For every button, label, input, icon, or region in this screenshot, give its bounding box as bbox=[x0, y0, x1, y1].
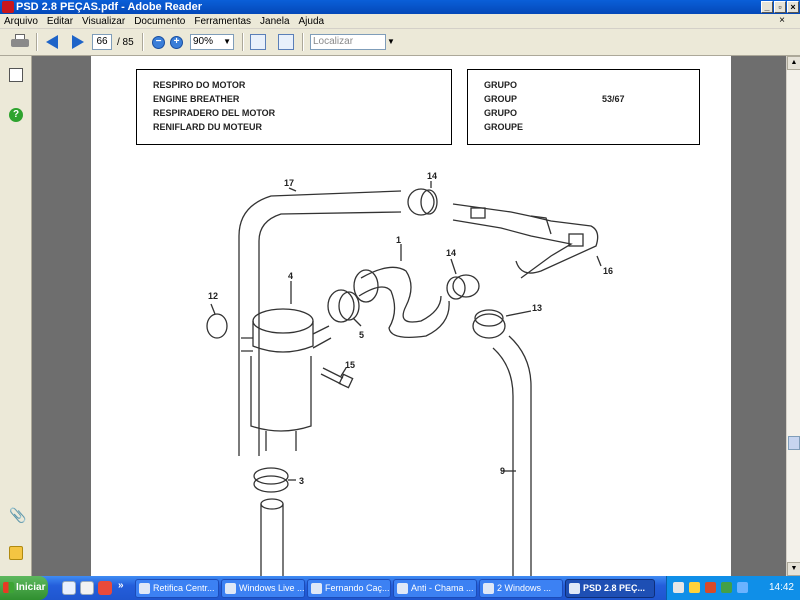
menu-ajuda[interactable]: Ajuda bbox=[298, 15, 325, 27]
next-page-icon[interactable] bbox=[72, 35, 84, 49]
group-es: GRUPO bbox=[484, 108, 518, 118]
messenger-icon[interactable] bbox=[98, 581, 112, 595]
part-label-13: 13 bbox=[532, 303, 542, 313]
internet-explorer-icon[interactable] bbox=[62, 581, 76, 595]
browser-icon bbox=[397, 583, 408, 594]
adobe-reader-icon bbox=[2, 1, 14, 13]
document-close-button[interactable]: × bbox=[779, 15, 785, 26]
part-label-9: 9 bbox=[500, 466, 505, 476]
group-fr: GROUPE bbox=[484, 122, 524, 132]
antivirus-icon[interactable] bbox=[705, 582, 716, 593]
show-desktop-icon[interactable] bbox=[80, 581, 94, 595]
menu-visualizar[interactable]: Visualizar bbox=[82, 15, 126, 27]
minimize-button[interactable]: _ bbox=[761, 1, 773, 13]
restore-button[interactable]: ▫ bbox=[774, 1, 786, 13]
zoom-level-value: 90% bbox=[193, 36, 214, 47]
chat-window-icon bbox=[311, 583, 322, 594]
folder-icon bbox=[483, 583, 494, 594]
task-adobe-reader[interactable]: PSD 2.8 PEÇ... bbox=[565, 579, 655, 598]
window-title: PSD 2.8 PEÇAS.pdf - Adobe Reader bbox=[16, 1, 203, 13]
menu-editar[interactable]: Editar bbox=[46, 15, 74, 27]
menu-documento[interactable]: Documento bbox=[134, 15, 186, 27]
part-label-14-mid: 14 bbox=[446, 248, 456, 258]
toolbar-separator bbox=[302, 33, 304, 51]
document-viewer[interactable]: RESPIRO DO MOTOR ENGINE BREATHER RESPIRA… bbox=[33, 56, 786, 576]
title-en: ENGINE BREATHER bbox=[153, 94, 240, 104]
part-label-12: 12 bbox=[208, 291, 218, 301]
previous-page-icon[interactable] bbox=[46, 35, 58, 49]
find-input[interactable]: Localizar bbox=[310, 34, 386, 50]
page-code: 53/67 bbox=[602, 94, 625, 104]
group-box: GRUPO GROUP GRUPO GROUPE 53/67 bbox=[467, 69, 700, 145]
language-icon[interactable] bbox=[673, 582, 684, 593]
clock[interactable]: 14:42 bbox=[768, 582, 794, 593]
chevron-down-icon: ▼ bbox=[223, 37, 231, 46]
close-button[interactable]: × bbox=[787, 1, 799, 13]
menu-janela[interactable]: Janela bbox=[260, 15, 290, 27]
part-label-17: 17 bbox=[284, 178, 294, 188]
part-label-5: 5 bbox=[359, 330, 364, 340]
menu-ferramentas[interactable]: Ferramentas bbox=[194, 15, 252, 27]
toolbar-separator bbox=[242, 33, 244, 51]
printer-icon[interactable] bbox=[10, 33, 30, 51]
security-shield-icon[interactable] bbox=[689, 582, 700, 593]
part-label-3: 3 bbox=[299, 476, 304, 486]
scroll-up-icon[interactable]: ▲ bbox=[787, 56, 800, 70]
group-pt: GRUPO bbox=[484, 80, 518, 90]
browser-icon bbox=[139, 583, 150, 594]
task-windows-live[interactable]: Windows Live ... bbox=[221, 579, 305, 598]
menu-arquivo[interactable]: Arquivo bbox=[4, 15, 38, 27]
task-anti-chama[interactable]: Anti - Chama ... bbox=[393, 579, 477, 598]
toolbar: 66 / 85 − + 90% ▼ Localizar ▼ bbox=[0, 29, 800, 56]
network-icon[interactable] bbox=[721, 582, 732, 593]
help-icon[interactable]: ? bbox=[9, 108, 23, 122]
page-total: / 85 bbox=[117, 37, 134, 48]
messenger-window-icon bbox=[225, 583, 236, 594]
zoom-in-button[interactable]: + bbox=[170, 36, 183, 49]
quicklaunch-overflow-icon[interactable]: » bbox=[118, 580, 124, 591]
title-fr: RENIFLARD DU MOTEUR bbox=[153, 122, 262, 132]
part-label-16: 16 bbox=[603, 266, 613, 276]
scroll-down-icon[interactable]: ▼ bbox=[787, 562, 800, 576]
toolbar-separator bbox=[36, 33, 38, 51]
toolbar-separator bbox=[142, 33, 144, 51]
task-retifica[interactable]: Retifica Centr... bbox=[135, 579, 219, 598]
engine-breather-diagram: 17 14 1 14 16 4 12 5 13 15 9 3 bbox=[206, 171, 613, 576]
pdf-icon bbox=[569, 583, 580, 594]
zoom-level-select[interactable]: 90% ▼ bbox=[190, 34, 234, 50]
comment-icon[interactable] bbox=[9, 546, 23, 560]
task-fernando[interactable]: Fernando Caç... bbox=[307, 579, 391, 598]
navigation-pane: ? 📎 bbox=[0, 56, 32, 576]
attachment-icon[interactable]: 📎 bbox=[9, 507, 27, 523]
part-label-14-top: 14 bbox=[427, 171, 437, 181]
zoom-out-button[interactable]: − bbox=[152, 36, 165, 49]
windows-logo-icon bbox=[3, 582, 14, 593]
volume-icon[interactable] bbox=[737, 582, 748, 593]
window-titlebar[interactable]: PSD 2.8 PEÇAS.pdf - Adobe Reader _ ▫ × bbox=[0, 0, 800, 14]
vertical-scrollbar[interactable]: ▲ ▼ bbox=[786, 56, 800, 576]
part-label-15: 15 bbox=[345, 360, 355, 370]
start-label: Iniciar bbox=[16, 582, 46, 593]
title-es: RESPIRADERO DEL MOTOR bbox=[153, 108, 276, 118]
taskbar: Iniciar » Retifica Centr... Windows Live… bbox=[0, 576, 800, 600]
part-label-4: 4 bbox=[288, 271, 293, 281]
part-title-box: RESPIRO DO MOTOR ENGINE BREATHER RESPIRA… bbox=[136, 69, 452, 145]
title-pt: RESPIRO DO MOTOR bbox=[153, 80, 246, 90]
scrollbar-thumb[interactable] bbox=[788, 436, 800, 450]
fit-width-icon[interactable] bbox=[250, 34, 266, 50]
part-label-1: 1 bbox=[396, 235, 401, 245]
group-en: GROUP bbox=[484, 94, 518, 104]
start-button[interactable]: Iniciar bbox=[0, 576, 48, 600]
find-options-chevron-icon[interactable]: ▼ bbox=[387, 37, 395, 46]
task-windows-group[interactable]: 2 Windows ... bbox=[479, 579, 563, 598]
pdf-page: RESPIRO DO MOTOR ENGINE BREATHER RESPIRA… bbox=[91, 56, 731, 576]
pages-panel-icon[interactable] bbox=[9, 68, 23, 82]
menu-bar: Arquivo Editar Visualizar Documento Ferr… bbox=[0, 14, 800, 29]
page-number-input[interactable]: 66 bbox=[92, 34, 112, 50]
system-tray: 14:42 bbox=[666, 576, 800, 600]
fit-page-icon[interactable] bbox=[278, 34, 294, 50]
